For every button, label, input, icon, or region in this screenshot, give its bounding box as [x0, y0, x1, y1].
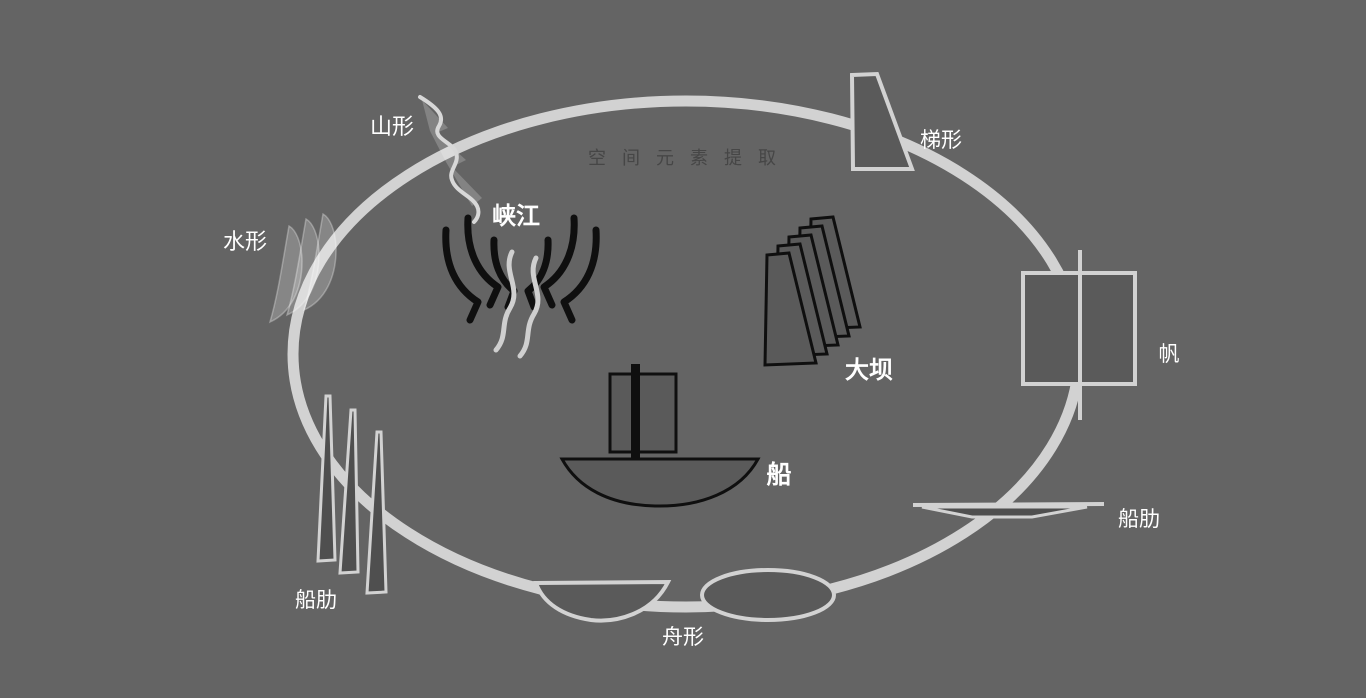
gorge-river-line: [493, 249, 517, 353]
water-label: 水形: [223, 229, 267, 254]
mountain-ridge-line: [418, 95, 481, 224]
water-fin: [285, 217, 320, 317]
hull-oval: [700, 568, 836, 622]
gorge-shape-group: [442, 214, 600, 359]
rib-spike: [338, 408, 360, 575]
mountain-label: 山形: [370, 114, 414, 139]
gorge-cliff-stroke: [540, 214, 578, 309]
boat-hull: [559, 457, 761, 508]
gorge-cliff-stroke: [524, 236, 552, 311]
hull-form-group: [533, 568, 836, 623]
water-fin: [268, 224, 303, 324]
diagram-title: 空间元素提取: [588, 148, 792, 168]
boat-mast: [631, 364, 640, 462]
sail-label: 帆: [1159, 343, 1180, 366]
mountain-shape-group: [418, 95, 482, 224]
boat-shape-group: [559, 364, 761, 508]
water-shape-group: [268, 212, 337, 324]
dam-slab: [763, 251, 818, 367]
rib-right-label: 船肋: [1118, 508, 1160, 531]
gorge-cliff-stroke: [464, 214, 502, 309]
trapezoid-label: 梯形: [920, 129, 962, 152]
rib-left-group: [316, 394, 388, 595]
rib-right-group: [912, 502, 1105, 519]
boat-sail-rect: [608, 372, 678, 454]
gorge-cliff-stroke: [560, 226, 600, 324]
gorge-river-line: [517, 255, 541, 359]
rib-top-line: [912, 502, 1105, 507]
water-fin: [302, 212, 337, 312]
dam-shape-group: [763, 215, 862, 367]
gorge-label: 峡江: [492, 203, 540, 230]
sail-shape-group: [1021, 250, 1137, 420]
rib-spike: [365, 430, 388, 595]
hull-bowl: [533, 579, 672, 623]
trapezoid-shape: [849, 71, 915, 171]
dam-label: 大坝: [845, 357, 893, 384]
boat-label: 船: [766, 461, 791, 489]
rib-left-label: 船肋: [295, 589, 337, 612]
hull-label: 舟形: [662, 626, 704, 649]
gorge-cliff-stroke: [442, 226, 482, 324]
rib-spike: [316, 394, 337, 563]
rib-hull: [921, 505, 1088, 519]
